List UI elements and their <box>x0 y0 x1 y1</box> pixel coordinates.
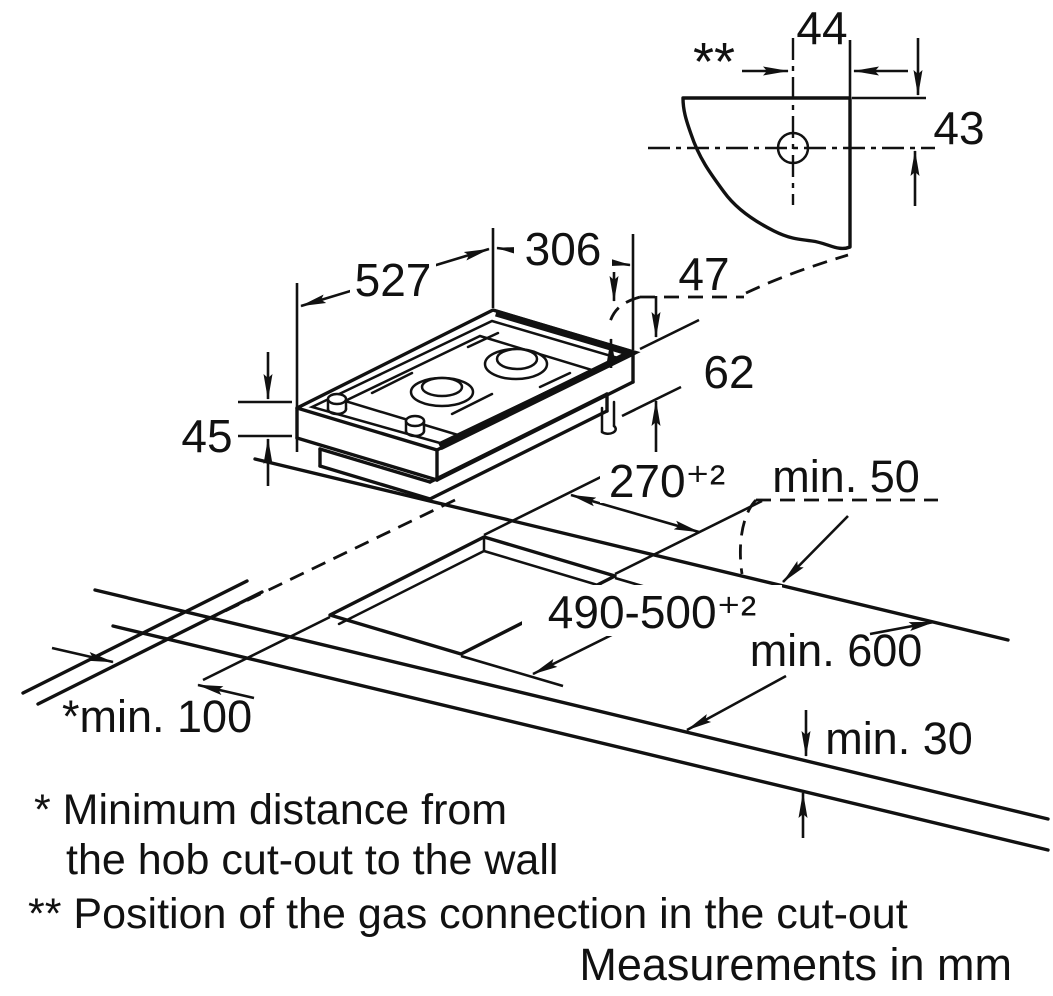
dim-47-label: 47 <box>678 248 729 300</box>
cutout-lip-right <box>482 549 613 591</box>
dim-270-line <box>570 493 700 534</box>
pan-support-stroke <box>538 371 572 389</box>
cutout-lip-left <box>337 549 486 626</box>
front-burner-cap <box>420 376 464 398</box>
dim-490-label: 490-500⁺² <box>548 586 756 638</box>
gas-connection-hole <box>776 131 810 165</box>
dim-45-label: 45 <box>181 410 232 462</box>
footnote-1-line-1: * Minimum distance from <box>34 786 507 834</box>
footnote-2: ** Position of the gas connection in the… <box>28 890 908 938</box>
footnotes: * Minimum distance from the hob cut-out … <box>28 786 1012 990</box>
hob-lowerbox-top-left <box>318 447 432 484</box>
worktop-front-edge-bottom <box>111 624 1050 852</box>
dim-44-label: 44 <box>796 2 847 54</box>
pan-support-stroke <box>450 392 494 416</box>
dim-62-top-tick <box>639 318 700 351</box>
cutout-opening <box>328 535 617 656</box>
hob-inner-rim <box>308 319 622 445</box>
hob-rim-thick-edge <box>438 309 641 451</box>
control-knob-1 <box>326 392 348 416</box>
dim-62-label: 62 <box>703 346 754 398</box>
worktop-front-edge-top <box>93 588 1050 821</box>
dimension-labels: 527 306 47 62 45 270⁺² min. 50 490-500⁺²… <box>62 223 973 764</box>
dim-62-bottom-tick <box>621 385 682 418</box>
gas-connection-pipe <box>600 400 617 436</box>
control-knob-2 <box>404 414 426 438</box>
dim-43-label: 43 <box>933 102 984 154</box>
dim-min100-arrow-left <box>51 646 114 664</box>
dim-306-label: 306 <box>525 223 602 275</box>
worktop-dimensions <box>51 462 938 838</box>
dim-min100-arrow-right <box>197 683 255 700</box>
detail-cutout-corner-outline <box>681 96 852 251</box>
dim-min50-dashed-leader <box>738 499 758 575</box>
dim-47-dashed-leader-left <box>607 295 641 326</box>
hob-lowerbox-bottom-right <box>428 409 609 501</box>
hob-projection-dashed-line <box>164 498 456 642</box>
hob-lowerbox-bottom-left <box>318 464 432 501</box>
hob-left-face-bottom <box>295 436 439 482</box>
hob-lowerbox-top-right <box>428 392 609 484</box>
dim-min50-label: min. 50 <box>772 451 920 502</box>
units-note: Measurements in mm <box>579 939 1012 990</box>
pan-support-stroke <box>370 371 414 395</box>
dim-270-ext-right <box>614 499 763 576</box>
pan-support-stroke <box>466 331 500 349</box>
dim-490-ext-left <box>460 654 564 688</box>
dim-270-label: 270⁺² <box>609 455 725 507</box>
dim-47-dashed-leader-to-detail <box>745 253 849 295</box>
gas-position-marker-label: ** <box>693 32 735 92</box>
side-wall-line-outer <box>36 590 264 706</box>
dim-min600-label: min. 600 <box>750 625 923 676</box>
dim-min30-label: min. 30 <box>825 713 973 764</box>
hob-drawing <box>295 308 641 501</box>
dim-min50-arrow <box>782 515 849 583</box>
rear-burner-cap <box>495 347 539 371</box>
footnote-1-line-2: the hob cut-out to the wall <box>66 836 558 884</box>
dim-min600-arrow-front <box>686 674 787 732</box>
dim-min100-label: *min. 100 <box>62 691 252 742</box>
dim-min100-ext <box>202 615 331 682</box>
dim-527-label: 527 <box>355 254 432 306</box>
dim-min600-arrow-back <box>869 620 935 636</box>
side-wall-line-inner <box>21 579 249 695</box>
worktop-back-edge <box>253 457 1010 642</box>
worktop-drawing <box>21 457 1050 852</box>
gas-connection-detail-view: 44 43 ** <box>648 2 985 251</box>
